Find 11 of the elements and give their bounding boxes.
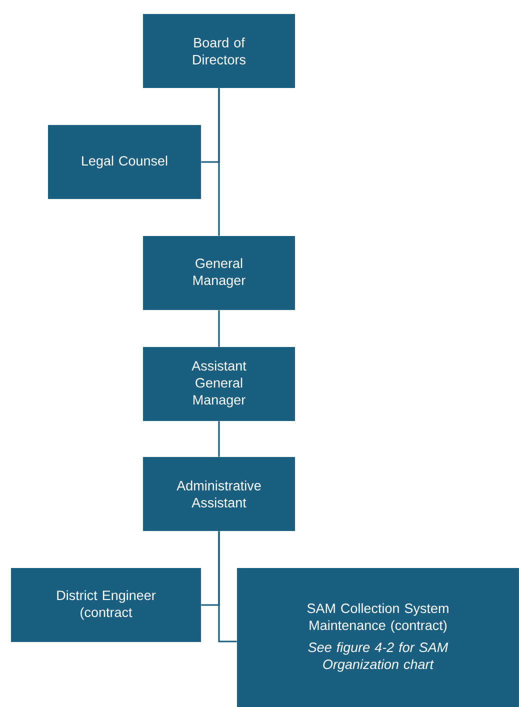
connector-line bbox=[218, 421, 220, 457]
connector-line bbox=[218, 531, 237, 642]
org-box: SAM Collection System Maintenance (contract) See figure 4-2 for SAM Organization chart bbox=[237, 568, 519, 707]
org-box: Board of Directors bbox=[143, 14, 295, 88]
connector-line bbox=[201, 88, 220, 163]
org-box: Legal Counsel bbox=[48, 125, 201, 199]
org-box: District Engineer (contract bbox=[11, 568, 201, 642]
org-box: Administrative Assistant bbox=[143, 457, 295, 531]
org-box: General Manager bbox=[143, 236, 295, 310]
connector-line bbox=[218, 310, 220, 347]
org-box: Assistant General Manager bbox=[143, 347, 295, 421]
